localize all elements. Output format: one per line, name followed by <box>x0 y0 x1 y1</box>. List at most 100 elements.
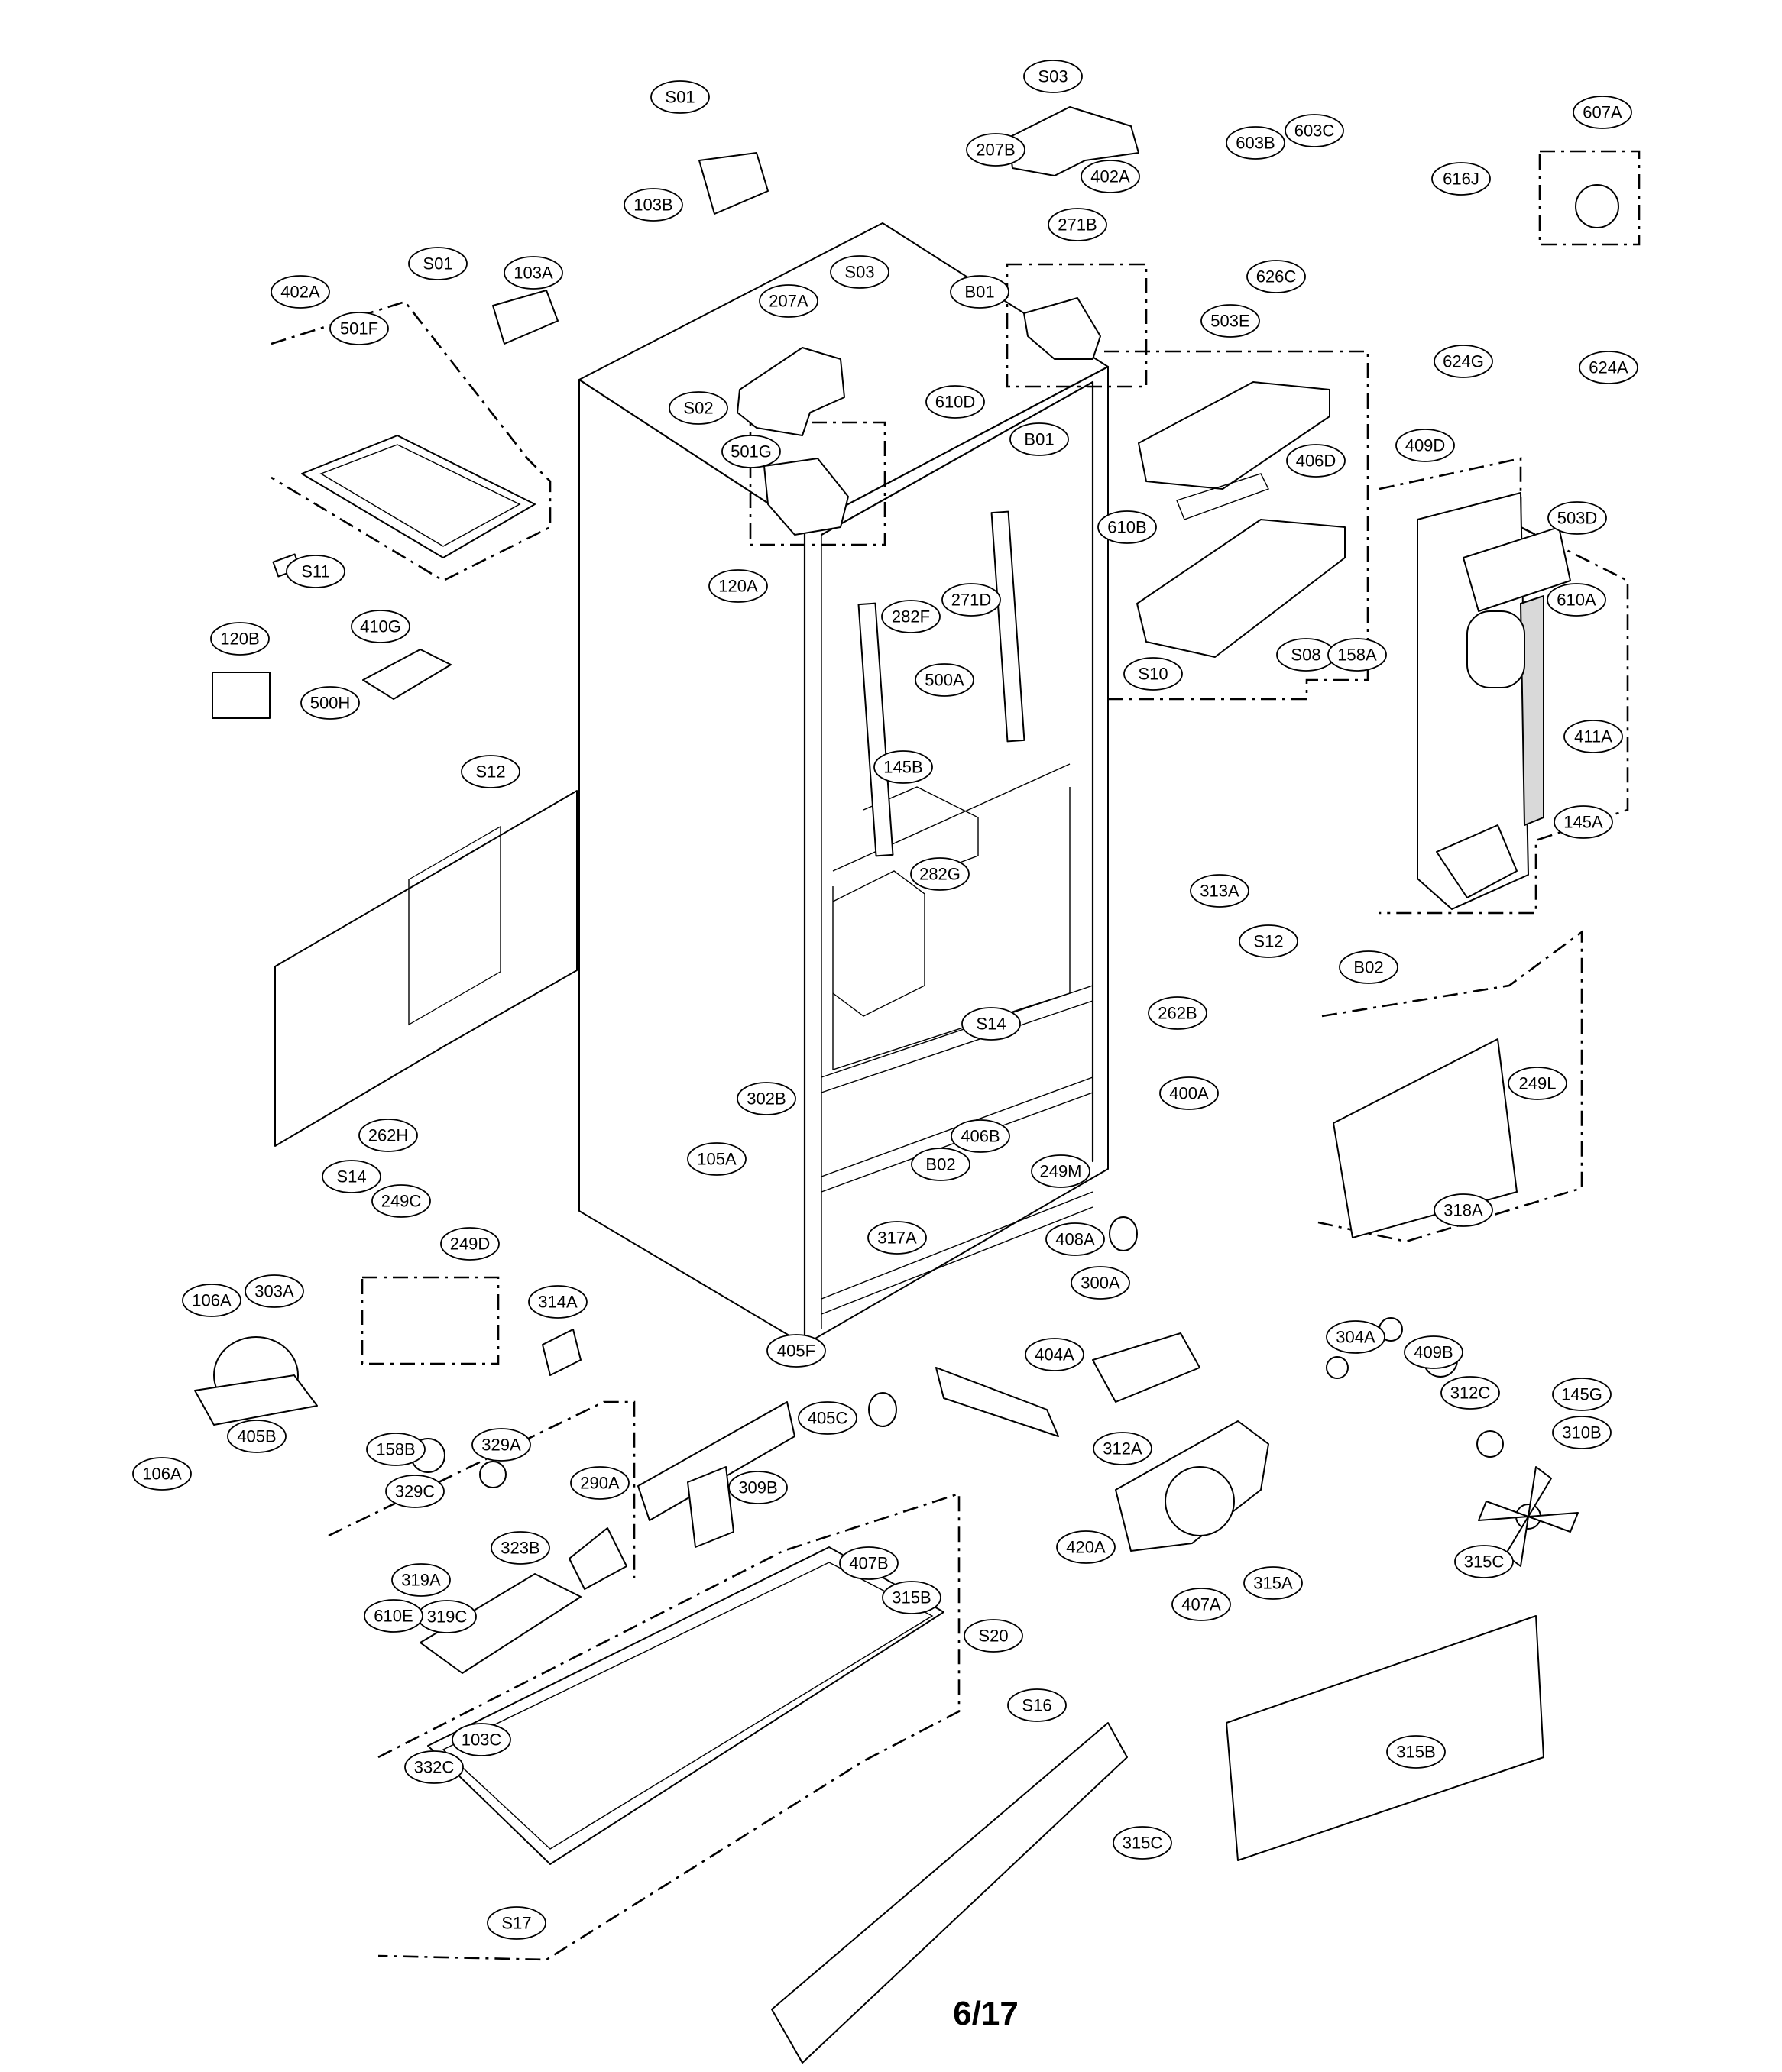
callout-label: 329C <box>395 1482 436 1501</box>
hinge-271d <box>749 421 886 546</box>
callout-label: 409B <box>1414 1343 1453 1362</box>
callout-label: 603B <box>1236 134 1275 153</box>
callout-s03: S03 <box>1023 60 1083 93</box>
callout-label: 406D <box>1296 452 1336 471</box>
callout-label: 271D <box>951 591 992 610</box>
callout-label: 610B <box>1107 518 1146 537</box>
callout-249l: 249L <box>1508 1067 1567 1100</box>
callout-300a: 300A <box>1071 1266 1130 1300</box>
callout-label: 400A <box>1169 1084 1209 1103</box>
callout-610b: 610B <box>1097 510 1157 544</box>
callout-label: S17 <box>501 1914 531 1933</box>
callout-s17: S17 <box>487 1906 546 1940</box>
callout-603b: 603B <box>1226 126 1285 160</box>
callout-249m: 249M <box>1031 1154 1090 1188</box>
callout-409d: 409D <box>1395 429 1455 462</box>
callout-408a: 408A <box>1045 1222 1105 1256</box>
callout-106a: 106A <box>182 1284 241 1317</box>
cover-207b <box>1008 106 1139 176</box>
callout-s01: S01 <box>650 80 710 114</box>
grille-103c <box>771 1722 1128 2064</box>
callout-label: S14 <box>976 1015 1006 1034</box>
callout-label: 500H <box>310 694 351 713</box>
callout-207b: 207B <box>966 133 1025 167</box>
callout-158a: 158A <box>1327 638 1387 672</box>
callout-616j: 616J <box>1431 162 1491 196</box>
callout-label: S08 <box>1291 646 1320 665</box>
callout-603c: 603C <box>1285 114 1344 147</box>
callout-label: 262B <box>1158 1004 1197 1023</box>
callout-label: 319C <box>427 1607 468 1627</box>
callout-207a: 207A <box>759 284 818 318</box>
callout-249c: 249C <box>371 1184 431 1218</box>
callout-label: S12 <box>475 762 505 782</box>
callout-label: 105A <box>697 1150 737 1169</box>
callout-label: S14 <box>336 1167 366 1187</box>
callout-label: 607A <box>1583 103 1622 122</box>
callout-label: B02 <box>1353 958 1383 977</box>
callout-b01: B01 <box>950 275 1009 309</box>
callout-label: 282F <box>892 607 930 626</box>
callout-315b: 315B <box>882 1581 941 1614</box>
callout-label: 315B <box>1396 1743 1435 1762</box>
callout-402a: 402A <box>271 275 330 309</box>
callout-332c: 332C <box>404 1750 464 1784</box>
callout-105a: 105A <box>687 1142 747 1176</box>
callout-label: 309B <box>738 1478 777 1497</box>
housing-407b <box>1115 1420 1269 1552</box>
callout-407a: 407A <box>1171 1588 1231 1621</box>
callout-315c: 315C <box>1454 1545 1514 1578</box>
callout-label: 332C <box>414 1758 455 1777</box>
callout-312c: 312C <box>1440 1376 1500 1410</box>
callout-label: S03 <box>1038 67 1068 86</box>
callout-label: 313A <box>1200 882 1239 901</box>
callout-314a: 314A <box>528 1285 588 1319</box>
callout-label: 409D <box>1405 436 1446 455</box>
callout-label: S20 <box>978 1627 1008 1646</box>
back-cover-313a <box>274 790 578 1147</box>
callout-label: 323B <box>501 1539 539 1558</box>
callout-271d: 271D <box>941 583 1001 617</box>
callout-s08: S08 <box>1276 638 1336 672</box>
callout-label: 610E <box>374 1607 413 1626</box>
callout-404a: 404A <box>1025 1338 1084 1371</box>
callout-label: 420A <box>1066 1538 1106 1557</box>
callout-label: 404A <box>1035 1345 1074 1365</box>
callout-label: 317A <box>877 1229 917 1248</box>
callout-303a: 303A <box>245 1274 304 1308</box>
callout-s14: S14 <box>961 1007 1021 1041</box>
callout-label: S02 <box>683 399 713 418</box>
callout-607a: 607A <box>1573 96 1632 129</box>
callout-s01: S01 <box>408 247 468 280</box>
callout-103c: 103C <box>452 1723 511 1756</box>
callout-label: S12 <box>1253 932 1283 951</box>
callout-label: 624G <box>1443 352 1484 371</box>
callout-315c: 315C <box>1113 1826 1172 1860</box>
callout-label: 312A <box>1103 1439 1142 1458</box>
callout-label: B01 <box>1024 430 1054 449</box>
callout-158b: 158B <box>366 1433 426 1466</box>
callout-label: 603C <box>1294 121 1335 141</box>
callout-282f: 282F <box>881 600 941 633</box>
mech-group <box>328 1400 636 1578</box>
callout-329c: 329C <box>385 1475 445 1508</box>
part-callouts: S01103BS03207B402A603B603C607A616J271B62… <box>132 60 1638 1940</box>
callout-145g: 145G <box>1552 1378 1612 1411</box>
callout-label: 402A <box>1090 167 1130 186</box>
page-number: 6/17 <box>953 1995 1019 2032</box>
callout-s12: S12 <box>461 755 520 788</box>
callout-label: S10 <box>1138 665 1168 684</box>
callout-318a: 318A <box>1434 1193 1493 1227</box>
callout-label: 315C <box>1123 1834 1163 1853</box>
callout-500a: 500A <box>915 663 974 697</box>
callout-label: 616J <box>1443 170 1479 189</box>
callout-s10: S10 <box>1123 657 1183 691</box>
callout-319a: 319A <box>391 1563 451 1597</box>
callout-label: 106A <box>142 1465 182 1484</box>
base-315a <box>377 1492 961 1961</box>
callout-290a: 290A <box>570 1466 630 1500</box>
callout-label: B01 <box>964 283 994 302</box>
callout-409b: 409B <box>1404 1335 1463 1369</box>
callout-610a: 610A <box>1547 583 1606 617</box>
harness-303a <box>361 1276 500 1365</box>
